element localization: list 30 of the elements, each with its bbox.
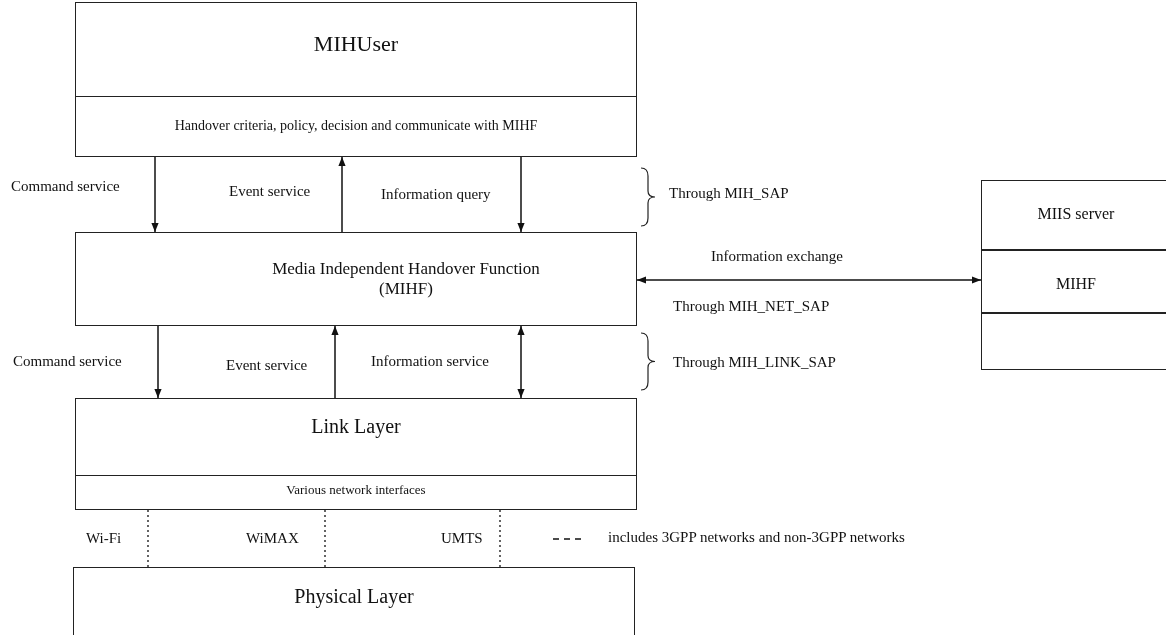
node-text: MIHUser <box>312 31 400 57</box>
dotted-line <box>499 509 501 568</box>
interface-label: Through MIH_NET_SAP <box>672 298 831 315</box>
layer-box <box>73 567 635 635</box>
edge-label: Information query <box>380 186 492 203</box>
layer-box <box>75 2 637 157</box>
node-text: MIIS server <box>1036 205 1116 224</box>
arrow <box>636 276 982 284</box>
layer-box <box>981 180 1166 250</box>
layer-box <box>981 250 1166 313</box>
edge-label: Information exchange <box>710 248 845 265</box>
arrow <box>517 325 525 399</box>
node-text: Media Independent Handover Function (MIHF) <box>271 259 541 299</box>
node-text: Handover criteria, policy, decision and communicate with MIHF <box>173 118 539 135</box>
dotted-line <box>147 509 149 568</box>
dotted-line <box>324 509 326 568</box>
arrow <box>151 156 159 233</box>
node-text: Physical Layer <box>293 585 415 608</box>
interface-label: Through MIH_SAP <box>668 185 790 202</box>
interface-label: Through MIH_LINK_SAP <box>672 354 837 371</box>
arrow <box>338 156 346 233</box>
arrow <box>331 325 339 399</box>
node-text: Link Layer <box>310 415 402 438</box>
empty-box <box>981 313 1166 370</box>
layer-box <box>75 398 637 510</box>
arrow <box>517 156 525 233</box>
node-text: Various network interfaces <box>285 483 427 498</box>
arrow <box>154 325 162 399</box>
node-text: MIHF <box>1055 275 1097 294</box>
layer-box <box>75 232 637 326</box>
